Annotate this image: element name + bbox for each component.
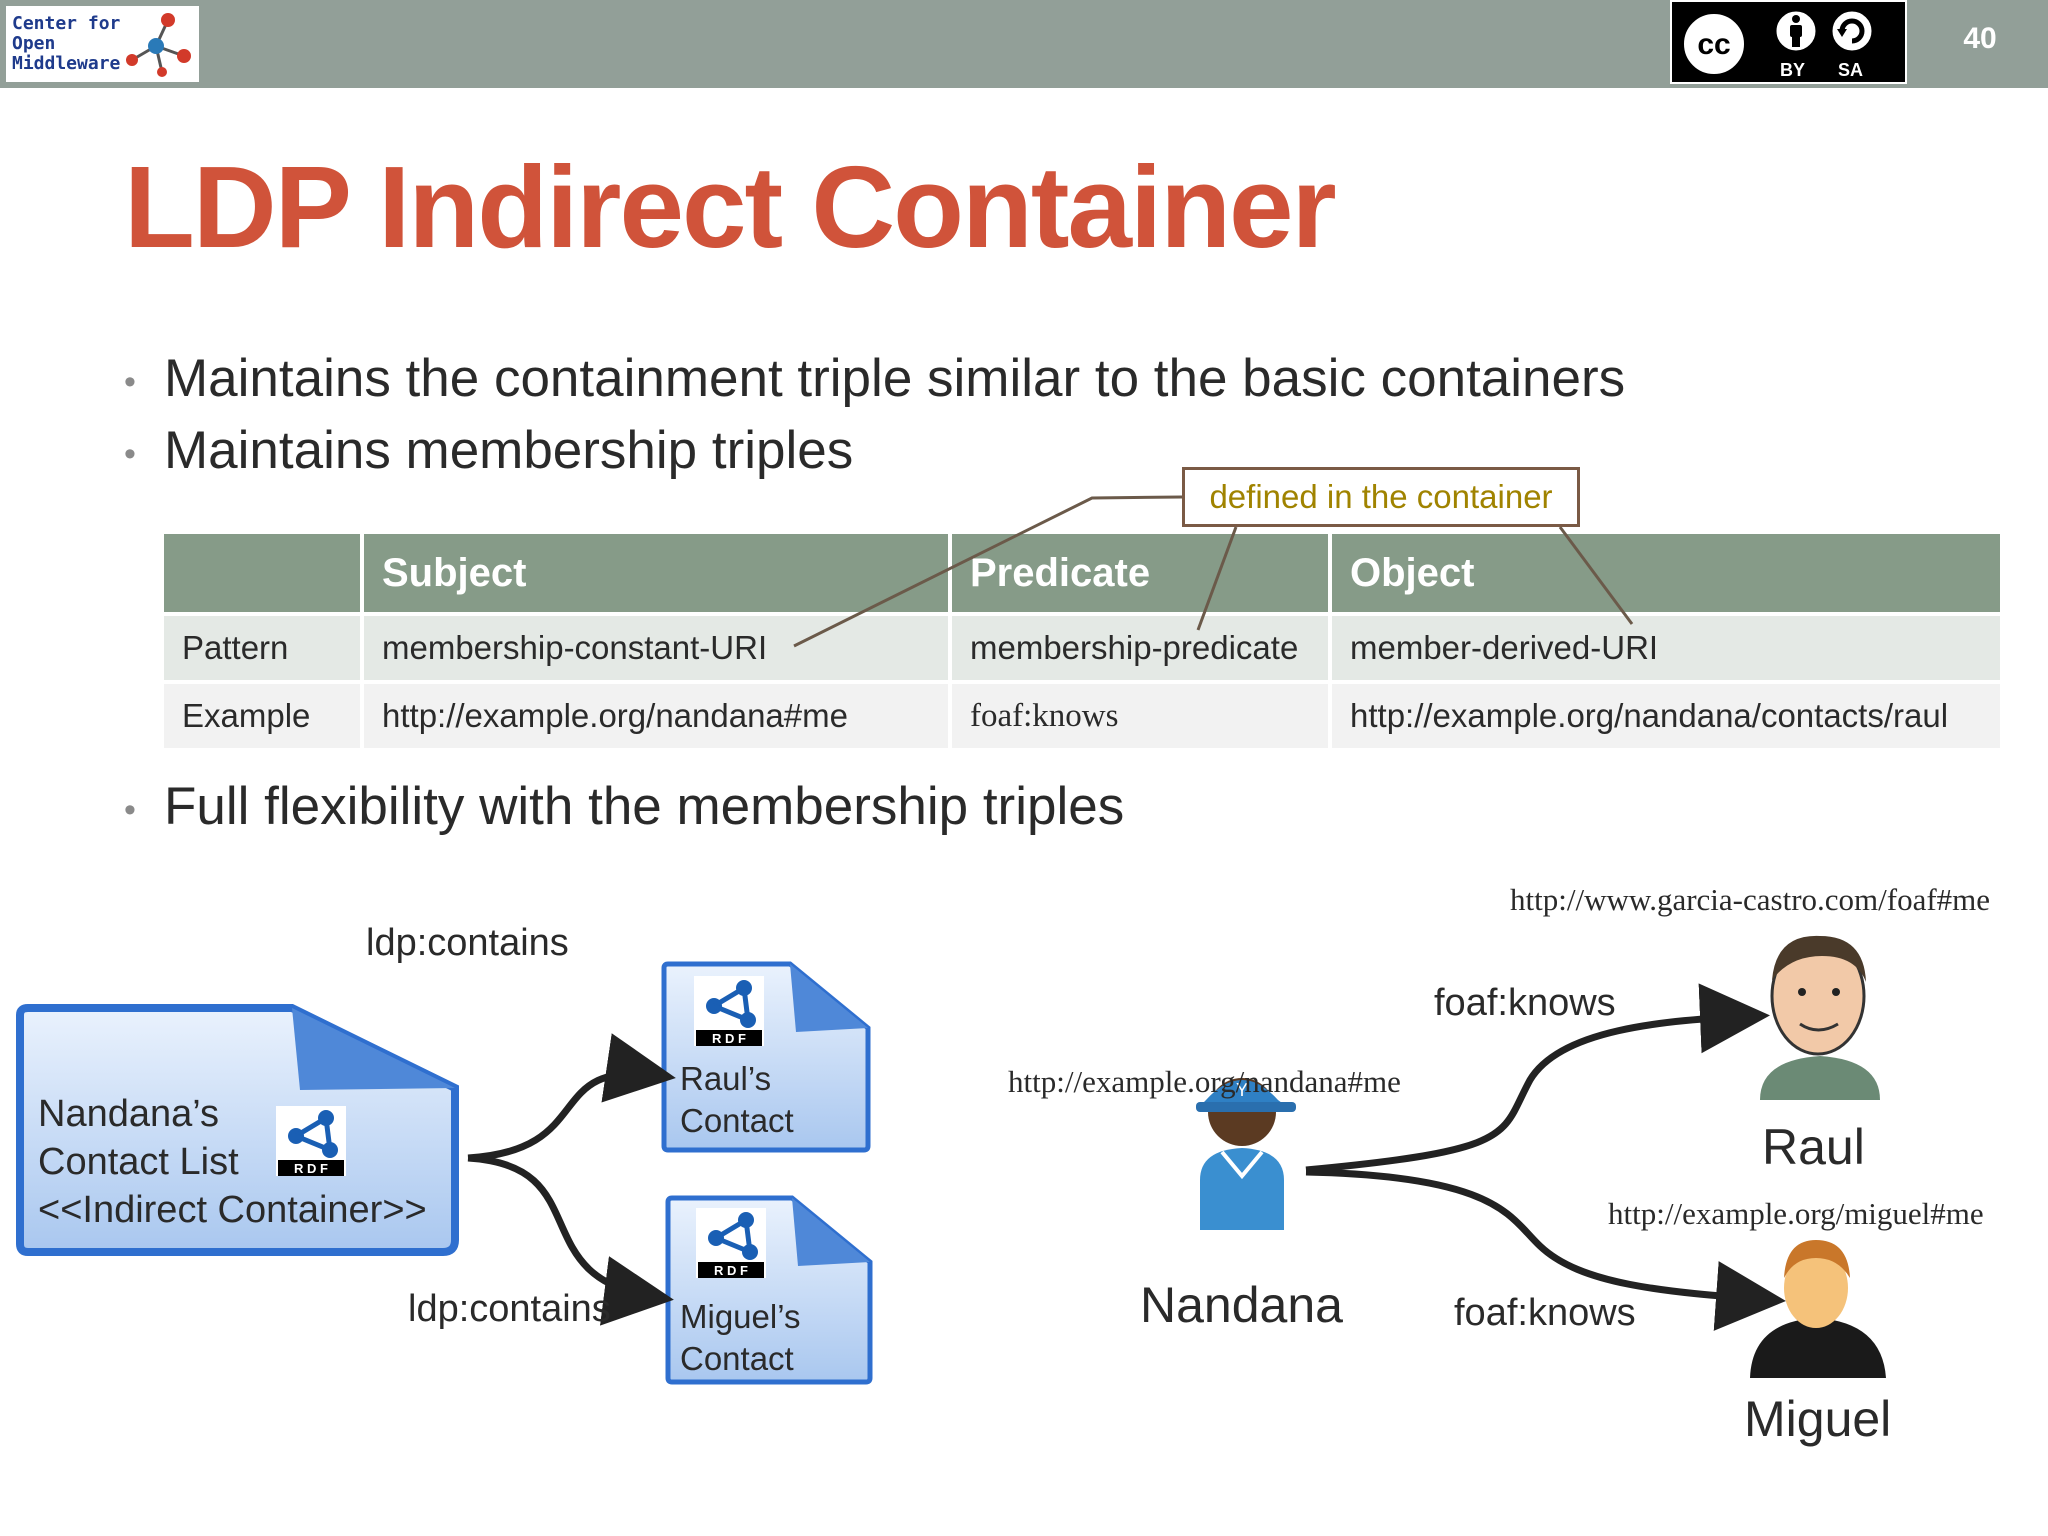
attribution-icon bbox=[1773, 8, 1819, 54]
share-alike-icon bbox=[1829, 8, 1875, 54]
header-bar: Center for Open Middleware cc bbox=[0, 0, 2048, 88]
raul-name: Raul bbox=[1762, 1119, 1865, 1175]
page-fold bbox=[292, 1008, 455, 1090]
miguel-avatar-icon bbox=[1750, 1240, 1886, 1378]
foaf-knows-label: foaf:knows bbox=[1434, 982, 1616, 1024]
container-label-line: <<Indirect Container>> bbox=[38, 1189, 427, 1231]
bullet-item: • Maintains membership triples bbox=[124, 420, 853, 481]
rdf-label: R D F bbox=[712, 1031, 746, 1046]
table-header-cell bbox=[164, 534, 360, 612]
table-header-cell: Predicate bbox=[952, 534, 1328, 612]
foaf-graph: Y bbox=[1196, 935, 1886, 1378]
knows-arrow-raul bbox=[1305, 983, 1770, 1174]
center-for-open-middleware-logo: Center for Open Middleware bbox=[6, 6, 199, 82]
nandana-uri: http://example.org/nandana#me bbox=[1008, 1064, 1401, 1099]
by-label: BY bbox=[1780, 60, 1806, 80]
bullet-text: Maintains the containment triple similar… bbox=[164, 349, 1626, 408]
cc-glyph: cc bbox=[1697, 28, 1730, 61]
defined-in-container-callout: defined in the container bbox=[1182, 467, 1580, 527]
container-label: Nandana’s Contact List <<Indirect Contai… bbox=[38, 1090, 427, 1234]
sa-label: SA bbox=[1838, 60, 1864, 80]
bullet-dot-icon: • bbox=[124, 434, 136, 473]
creative-commons-icon: cc bbox=[1680, 10, 1748, 78]
svg-text:Y: Y bbox=[1236, 1080, 1248, 1100]
membership-triple-table: Subject Predicate Object Pattern members… bbox=[160, 534, 2004, 748]
table-cell: membership-predicate bbox=[952, 612, 1328, 680]
table-cell: http://example.org/nandana#me bbox=[364, 680, 948, 748]
cc-by-sa-license-badge: cc BY SA bbox=[1670, 0, 1907, 84]
rdf-icon: R D F bbox=[276, 1106, 346, 1176]
bullet-text: Maintains membership triples bbox=[164, 421, 854, 480]
knows-arrow-miguel bbox=[1305, 1168, 1786, 1331]
logo-text: Center for Open Middleware bbox=[12, 13, 121, 74]
row-label: Pattern bbox=[164, 612, 360, 680]
table-cell: member-derived-URI bbox=[1332, 612, 2000, 680]
contains-arrow-raul bbox=[467, 1033, 676, 1162]
rdf-icon: R D F bbox=[694, 976, 764, 1046]
raul-uri: http://www.garcia-castro.com/foaf#me bbox=[1510, 882, 1991, 917]
foaf-knows-label: foaf:knows bbox=[1454, 1292, 1636, 1334]
nandana-name: Nandana bbox=[1140, 1277, 1343, 1333]
ldp-contains-label: ldp:contains bbox=[408, 1288, 611, 1330]
doc-label-line: Miguel’s bbox=[680, 1298, 801, 1335]
doc-label-line: Contact bbox=[680, 1102, 794, 1139]
container-label-line: Nandana’s bbox=[38, 1093, 220, 1135]
miguel-name: Miguel bbox=[1744, 1391, 1892, 1447]
raul-contact-label: Raul’s Contact bbox=[680, 1058, 794, 1142]
row-label: Example bbox=[164, 680, 360, 748]
raul-avatar-icon bbox=[1760, 935, 1880, 1100]
molecule-icon bbox=[126, 13, 191, 77]
bullet-item: • Full flexibility with the membership tr… bbox=[124, 776, 1124, 837]
nandana-avatar-icon: Y bbox=[1196, 1078, 1296, 1230]
rdf-icon: R D F bbox=[696, 1208, 766, 1278]
page-number: 40 bbox=[1963, 22, 1997, 55]
table-row: Example http://example.org/nandana#me fo… bbox=[164, 680, 2000, 748]
table-header-row: Subject Predicate Object bbox=[164, 534, 2000, 612]
miguel-uri: http://example.org/miguel#me bbox=[1608, 1196, 1984, 1231]
table-row: Pattern membership-constant-URI membersh… bbox=[164, 612, 2000, 680]
bullet-text: Full flexibility with the membership tri… bbox=[164, 777, 1125, 836]
doc-label-line: Raul’s bbox=[680, 1060, 772, 1097]
miguel-contact-label: Miguel’s Contact bbox=[680, 1296, 800, 1380]
rdf-label: R D F bbox=[294, 1161, 328, 1176]
ldp-contains-label: ldp:contains bbox=[366, 922, 569, 964]
contains-arrow-miguel bbox=[467, 1154, 674, 1326]
table-cell: membership-constant-URI bbox=[364, 612, 948, 680]
table-cell: http://example.org/nandana/contacts/raul bbox=[1332, 680, 2000, 748]
bullet-dot-icon: • bbox=[124, 790, 136, 829]
bullet-item: • Maintains the containment triple simila… bbox=[124, 348, 1625, 409]
container-diagram: R D F R D F R D F bbox=[16, 961, 873, 1385]
rdf-label: R D F bbox=[714, 1263, 748, 1278]
container-label-line: Contact List bbox=[38, 1141, 239, 1183]
doc-label-line: Contact bbox=[680, 1340, 794, 1377]
table-header-cell: Subject bbox=[364, 534, 948, 612]
slide-title: LDP Indirect Container bbox=[124, 142, 1337, 272]
bullet-dot-icon: • bbox=[124, 362, 136, 401]
table-header-cell: Object bbox=[1332, 534, 2000, 612]
table-cell: foaf:knows bbox=[952, 680, 1328, 748]
